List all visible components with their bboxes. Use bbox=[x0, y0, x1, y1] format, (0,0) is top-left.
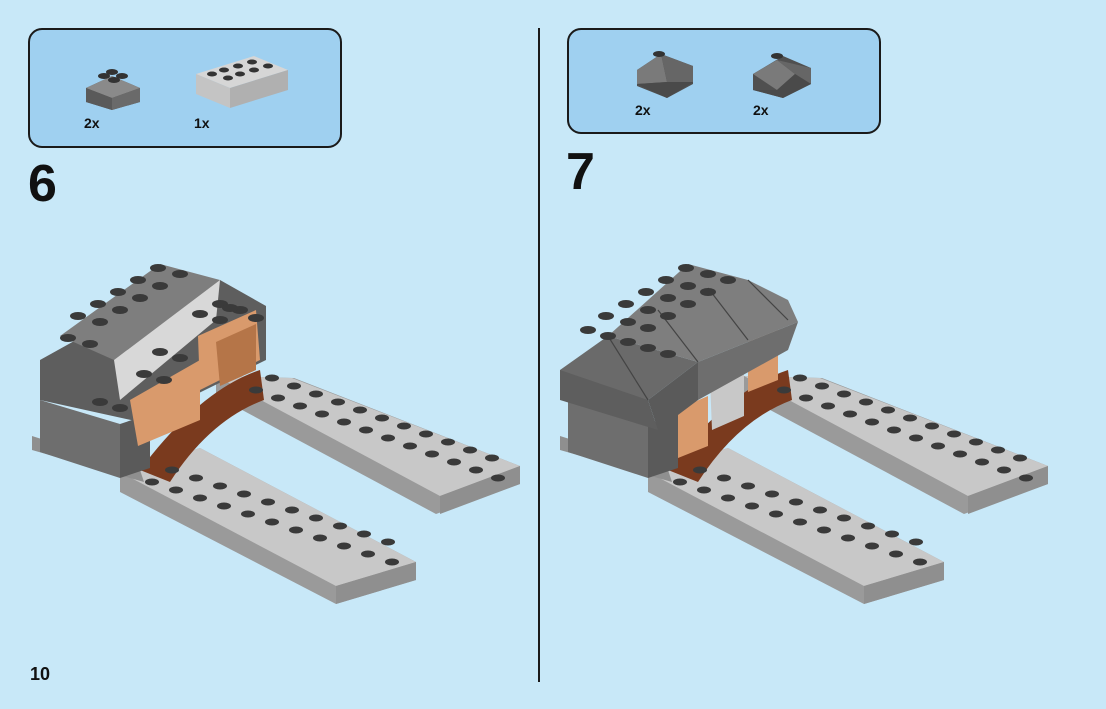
part-quantity: 2x bbox=[753, 102, 769, 118]
part-quantity: 2x bbox=[635, 102, 651, 118]
dark-gray-corner-slope-icon bbox=[753, 53, 811, 98]
light-gray-2x4-brick-icon bbox=[196, 56, 288, 108]
part-quantity: 2x bbox=[84, 115, 100, 131]
parts-list-step-7: 2x 2x bbox=[567, 28, 881, 134]
step-6-model-illustration bbox=[32, 264, 520, 604]
step-7-model-illustration bbox=[560, 264, 1048, 604]
dark-gray-slope-brick-icon bbox=[86, 69, 140, 110]
part-quantity: 1x bbox=[194, 115, 210, 131]
step-number: 6 bbox=[28, 155, 57, 213]
step-number: 7 bbox=[566, 143, 595, 201]
column-divider bbox=[538, 28, 540, 682]
dark-gray-corner-slope-icon bbox=[637, 51, 693, 98]
parts-list-step-6: 2x 1x bbox=[28, 28, 342, 148]
page-number: 10 bbox=[30, 664, 51, 684]
